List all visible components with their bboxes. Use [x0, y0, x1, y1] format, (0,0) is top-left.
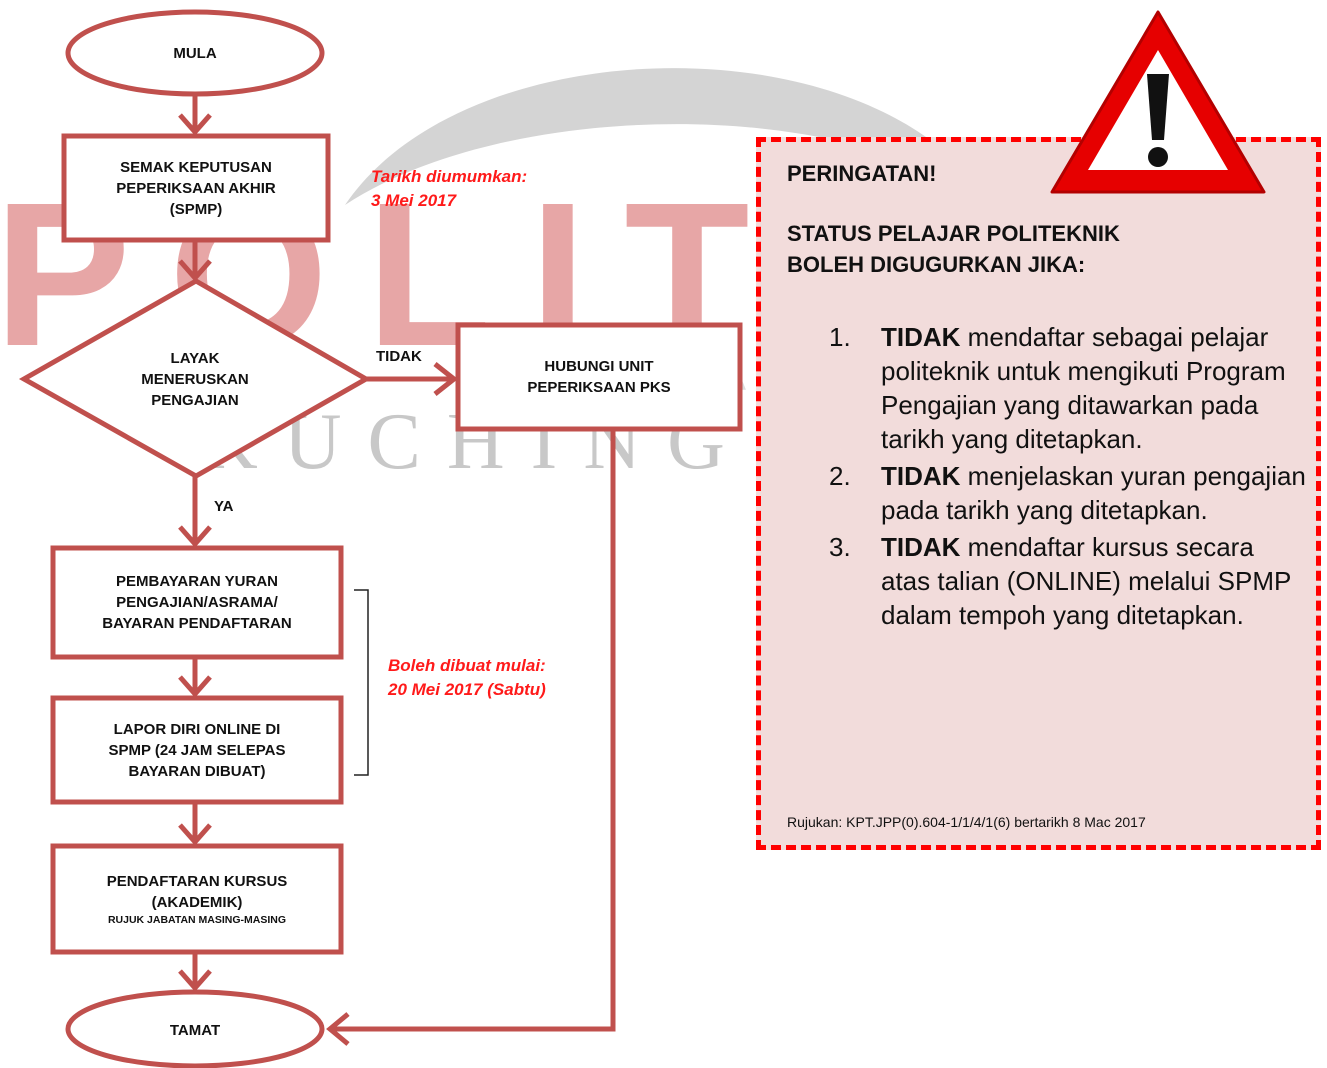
- start-label: MULA: [173, 44, 217, 62]
- step-course-registration-label: PENDAFTARAN KURSUS (AKADEMIK) RUJUK JABA…: [106, 873, 288, 926]
- warning-title: PERINGATAN!: [787, 161, 937, 186]
- end-label: TAMAT: [169, 1021, 221, 1039]
- warning-box: PERINGATAN! STATUS PELAJAR POLITEKNIK BO…: [756, 137, 1321, 850]
- note-payment-date: Boleh dibuat mulai: 20 Mei 2017 (Sabtu): [388, 656, 546, 699]
- step-contact-unit-label: HUBUNGI UNIT PEPERIKSAAN PKS: [527, 358, 671, 396]
- warning-list: 1.TIDAK mendaftar sebagai pelajar polite…: [821, 320, 1306, 635]
- decision-label: LAYAK MENERUSKAN PENGAJIAN: [141, 349, 249, 409]
- warning-item: 1.TIDAK mendaftar sebagai pelajar polite…: [829, 322, 1286, 454]
- step-payment-label: PEMBAYARAN YURAN PENGAJIAN/ASRAMA/ BAYAR…: [102, 573, 292, 632]
- no-branch-label: TIDAK: [376, 348, 422, 365]
- warning-triangle-icon: [1050, 10, 1266, 194]
- warning-item: 3.TIDAK mendaftar kursus secara atas tal…: [829, 532, 1291, 630]
- step-check-results-label: SEMAK KEPUTUSAN PEPERIKSAAN AKHIR (SPMP): [116, 158, 276, 218]
- note-announce-date: Tarikh diumumkan: 3 Mei 2017: [371, 167, 528, 210]
- step-report-online-label: LAPOR DIRI ONLINE DI SPMP (24 JAM SELEPA…: [108, 720, 286, 780]
- warning-heading: STATUS PELAJAR POLITEKNIK BOLEH DIGUGURK…: [787, 221, 1120, 277]
- warning-reference: Rujukan: KPT.JPP(0).604-1/1/4/1(6) berta…: [787, 814, 1146, 830]
- yes-branch-label: YA: [214, 498, 234, 515]
- bracket-payment-report: [354, 589, 369, 776]
- warning-item: 2.TIDAK menjelaskan yuran pengajian pada…: [829, 461, 1306, 525]
